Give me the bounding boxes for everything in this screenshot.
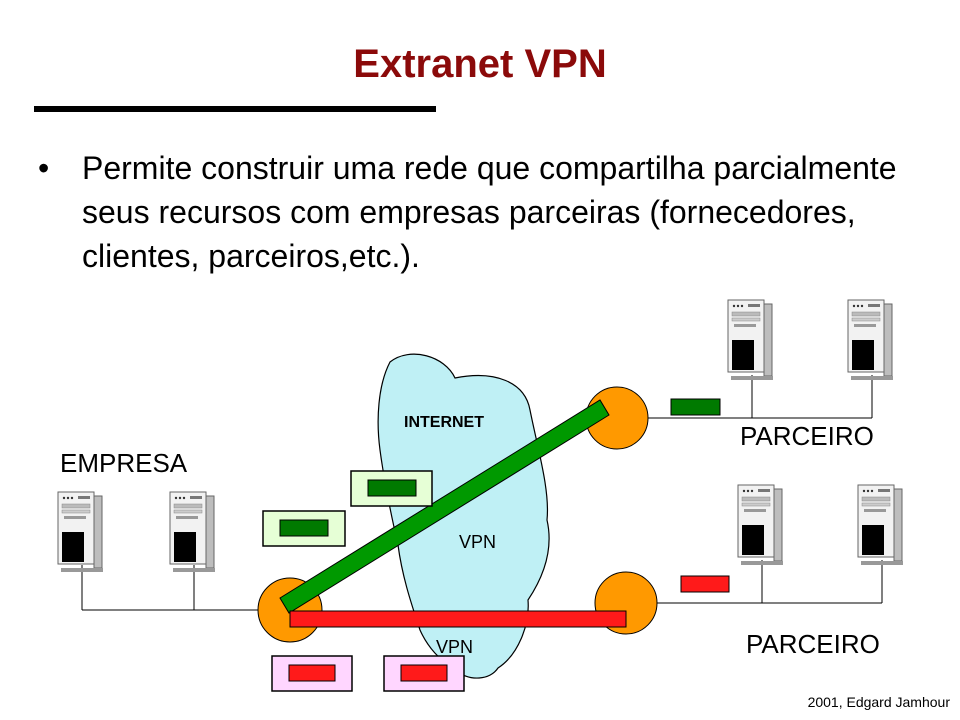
- parceiro-bottom-label: PARCEIRO: [746, 629, 880, 659]
- packet-green-parceiro: [670, 398, 721, 416]
- server-icon-parceiro-top-2: [847, 299, 894, 381]
- server-icon-parceiro-top-1: [727, 299, 774, 381]
- server-icon-empresa-1: [57, 491, 104, 573]
- bullet-marker: •: [38, 150, 50, 186]
- packet-red-1-payload: [288, 664, 336, 682]
- empresa-label: EMPRESA: [60, 448, 188, 478]
- internet-label: INTERNET: [404, 414, 484, 431]
- title-underline: [34, 106, 436, 112]
- packet-green-2: [262, 510, 346, 547]
- slide-title: Extranet VPN: [353, 42, 607, 86]
- parceiro-top-label: PARCEIRO: [740, 421, 874, 451]
- packet-green-1: [350, 470, 433, 507]
- packet-green-1-payload: [367, 479, 417, 497]
- server-icon-parceiro-bottom-1: [737, 484, 784, 566]
- packet-green-2-payload: [279, 519, 329, 537]
- vpn-tunnel-green: [279, 399, 610, 614]
- server-icon-parceiro-bottom-2: [857, 484, 904, 566]
- packet-red-parceiro: [680, 575, 730, 593]
- packet-red-2-payload: [400, 664, 448, 682]
- bullet-text: Permite construir uma rede que compartil…: [82, 150, 897, 274]
- vpn-tunnel-red: [289, 610, 627, 628]
- footer-credit: 2001, Edgard Jamhour: [807, 694, 950, 710]
- server-icon-empresa-2: [169, 491, 216, 573]
- vpn-label-red: VPN: [436, 637, 473, 657]
- vpn-label-green: VPN: [459, 532, 496, 552]
- internet-cloud: [377, 353, 550, 679]
